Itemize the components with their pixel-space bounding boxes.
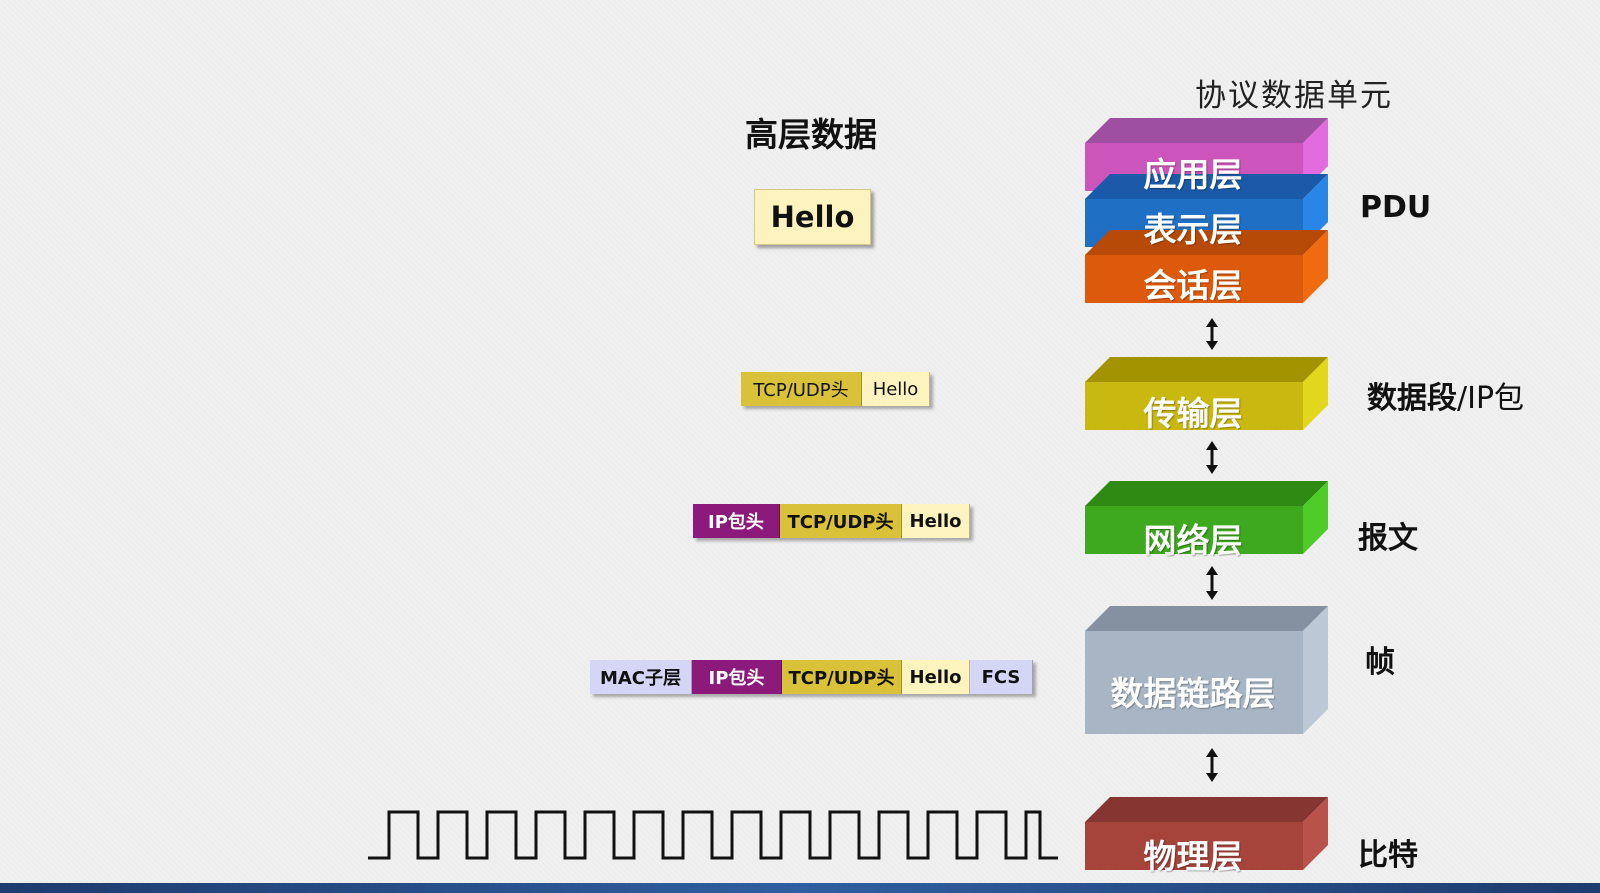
layer-block-session — [1085, 230, 1328, 303]
packet-data: Hello — [862, 372, 930, 406]
data-column-title: 高层数据 — [745, 115, 877, 154]
pdu-label-segment: 数据段/IP包 — [1367, 373, 1524, 417]
packet-ip-header: IP包头 — [693, 504, 780, 538]
datalink-frame: MAC子层 IP包头 TCP/UDP头 Hello FCS — [590, 660, 1033, 694]
layer-transport-label: 传输层 — [1143, 394, 1243, 433]
layer-block-network — [1085, 481, 1328, 554]
pdu-column-title: 协议数据单元 — [1195, 78, 1393, 114]
layer-physical-label: 物理层 — [1143, 837, 1243, 876]
frame-data: Hello — [902, 660, 970, 694]
double-arrow-icon — [1206, 441, 1218, 474]
pdu-label-message: 报文 — [1358, 521, 1418, 556]
frame-tcp-header: TCP/UDP头 — [782, 660, 902, 694]
layer-network-label: 网络层 — [1143, 521, 1243, 560]
double-arrow-icon — [1206, 318, 1218, 350]
pdu-label-frame: 帧 — [1365, 645, 1395, 680]
layer-block-transport — [1085, 357, 1328, 430]
packet-tcp-header: TCP/UDP头 — [780, 504, 902, 538]
double-arrow-icon — [1206, 748, 1218, 782]
double-arrow-icon — [1206, 566, 1218, 600]
pdu-label-pdu: PDU — [1360, 190, 1432, 225]
square-wave-signal — [368, 810, 1058, 860]
layer-block-datalink — [1085, 606, 1328, 734]
layer-session-label: 会话层 — [1143, 266, 1243, 305]
slide-bottom-bar — [0, 883, 1600, 893]
frame-fcs: FCS — [970, 660, 1033, 694]
packet-data: Hello — [902, 504, 970, 538]
layer-presentation-label: 表示层 — [1143, 210, 1243, 249]
high-level-data-box: Hello — [754, 189, 871, 245]
pdu-label-bits: 比特 — [1358, 838, 1418, 873]
layer-block-physical — [1085, 797, 1328, 870]
frame-mac-header: MAC子层 — [590, 660, 692, 694]
pdu-label-segment-thin: /IP包 — [1457, 381, 1525, 416]
network-packet: IP包头 TCP/UDP头 Hello — [693, 504, 970, 538]
pdu-label-segment-bold: 数据段 — [1367, 381, 1457, 416]
transport-packet: TCP/UDP头 Hello — [741, 372, 930, 406]
frame-ip-header: IP包头 — [692, 660, 782, 694]
layer-datalink-label: 数据链路层 — [1110, 674, 1276, 713]
packet-tcp-header: TCP/UDP头 — [741, 372, 862, 406]
layer-application-label: 应用层 — [1143, 155, 1243, 194]
